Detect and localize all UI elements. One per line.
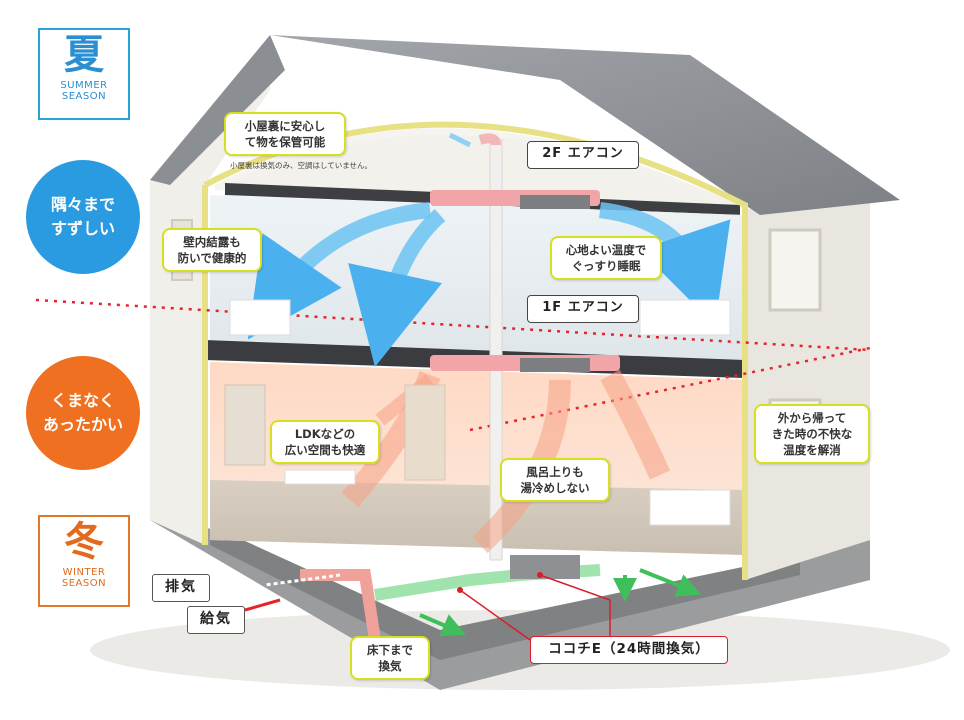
first-floor-ac-box — [520, 358, 590, 372]
sofa — [229, 299, 291, 336]
exhaust-label: 排気 — [152, 574, 210, 602]
summer-label-line1: SUMMER — [60, 80, 108, 91]
exhaust-arrow — [264, 573, 341, 587]
winter-label-line2: SEASON — [61, 578, 107, 589]
foundation — [150, 500, 870, 690]
right-window-upper — [768, 228, 822, 312]
kitchen-cabinet — [224, 384, 266, 466]
roof-front-slope — [150, 35, 285, 185]
supply-arrow — [244, 598, 281, 612]
summer-kanji: 夏 — [64, 32, 104, 78]
second-floor-ac-box — [520, 195, 590, 209]
callout-underfloor: 床下まで 換気 — [350, 636, 430, 680]
ventilation-unit — [510, 555, 580, 579]
system-dot-1 — [457, 587, 463, 593]
callout-sleep: 心地よい温度で ぐっすり睡眠 — [550, 236, 662, 280]
callout-condensation: 壁内結露も 防いで健康的 — [162, 228, 262, 272]
attic-interior — [225, 134, 740, 205]
summer-benefit-circle: 隅々まで すずしい — [26, 160, 140, 274]
summer-season-badge: 夏 SUMMER SEASON — [38, 28, 130, 120]
callout-attic: 小屋裏に安心し て物を保管可能 — [224, 112, 346, 156]
system-dot-2 — [537, 572, 543, 578]
callout-outside: 外から帰って きた時の不快な 温度を解消 — [754, 404, 870, 464]
cool-arrow-left — [247, 202, 431, 340]
winter-benefit-circle: くまなく あったかい — [26, 356, 140, 470]
summer-label-line2: SEASON — [61, 91, 107, 102]
warm-arrow-right — [600, 369, 671, 480]
callout-ldk: LDKなどの 広い空間も快適 — [270, 420, 380, 464]
cool-arrow-attic — [448, 132, 472, 148]
cool-arrow-right — [598, 202, 731, 326]
callout-bath: 風呂上りも 湯冷めしない — [500, 458, 610, 502]
winter-label-line1: WINTER — [62, 567, 106, 578]
underfloor-duct-pink — [300, 569, 381, 641]
underfloor-flow-1 — [639, 568, 702, 597]
underfloor-flow-2 — [419, 613, 467, 637]
attic-note: 小屋裏は換気のみ、空調はしていません。 — [230, 161, 373, 170]
bed — [639, 299, 731, 336]
ventilation-system-label: ココチE（24時間換気） — [530, 636, 728, 664]
cool-arrow-center — [348, 208, 446, 367]
staircase — [404, 384, 446, 481]
bath-unit — [649, 489, 731, 526]
roof — [270, 35, 900, 215]
dining-table — [284, 469, 356, 485]
ac-label-1f: 1F エアコン — [527, 295, 639, 323]
left-exterior-wall — [150, 60, 270, 545]
system-connector — [459, 574, 611, 641]
ac-label-2f: 2F エアコン — [527, 141, 639, 169]
winter-season-badge: 冬 WINTER SEASON — [38, 515, 130, 607]
supply-label: 給気 — [187, 606, 245, 634]
first-floor-floor — [210, 480, 745, 555]
winter-kanji: 冬 — [64, 519, 104, 565]
attic-duct — [478, 133, 501, 146]
